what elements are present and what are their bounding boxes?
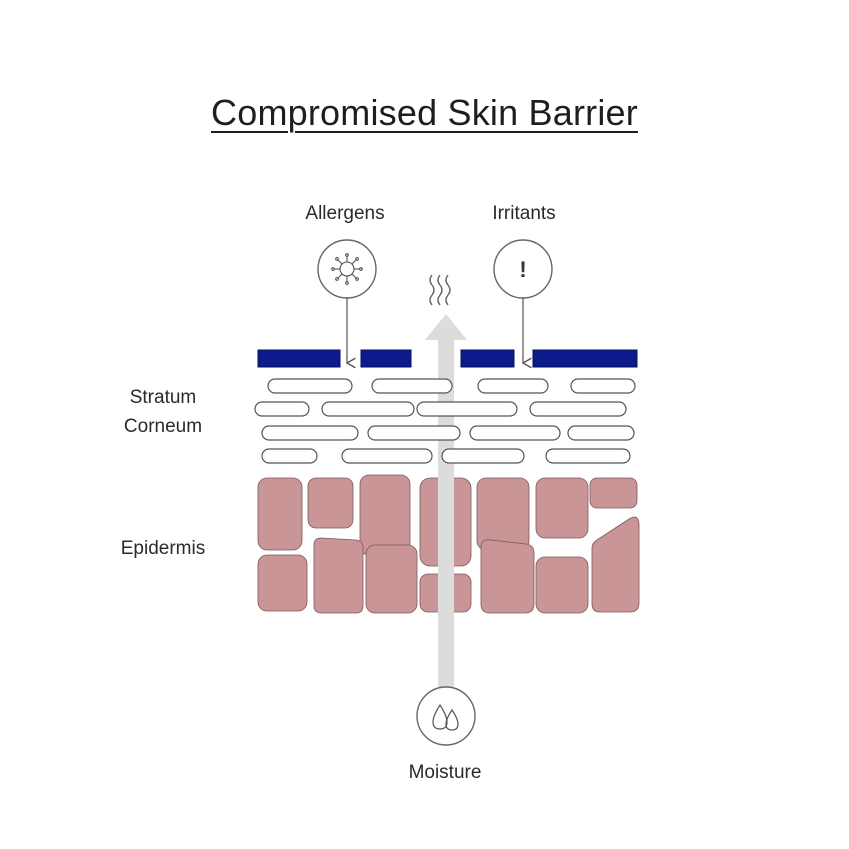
epidermis-label: Epidermis bbox=[120, 538, 206, 559]
epidermis-cell bbox=[476, 477, 530, 551]
stratum-label-line1: Stratum bbox=[129, 387, 197, 408]
barrier-segment bbox=[257, 349, 341, 368]
barrier-segment bbox=[360, 349, 412, 368]
epidermis-cells bbox=[257, 474, 640, 614]
epidermis-cell bbox=[257, 554, 308, 612]
irritants-label: Irritants bbox=[492, 203, 556, 224]
stratum-corneum-cells bbox=[254, 378, 636, 464]
water-drops-icon bbox=[432, 703, 459, 731]
irritant-icon-group: ! bbox=[493, 239, 553, 363]
stratum-corneum-label: Stratum Corneum bbox=[124, 383, 202, 441]
epidermis-cell bbox=[591, 516, 640, 613]
moisture-icon-group bbox=[416, 686, 476, 746]
virus-icon bbox=[331, 253, 363, 285]
epidermis-cell bbox=[589, 477, 638, 509]
epidermis-cell bbox=[313, 537, 364, 614]
allergens-label: Allergens bbox=[305, 203, 385, 224]
epidermis-cell bbox=[480, 539, 535, 614]
epidermis-cell bbox=[359, 474, 411, 556]
exclamation-icon: ! bbox=[519, 257, 526, 282]
barrier-segment bbox=[460, 349, 515, 368]
page-title: Compromised Skin Barrier bbox=[211, 92, 638, 133]
barrier-segment bbox=[532, 349, 638, 368]
allergen-icon-circle bbox=[317, 239, 377, 299]
epidermis-cell bbox=[535, 477, 589, 539]
lipid-barrier bbox=[257, 349, 638, 368]
heat-waves-icon bbox=[429, 274, 451, 306]
epidermis-cell bbox=[257, 477, 303, 551]
epidermis-cell bbox=[365, 544, 418, 614]
stratum-label-line2: Corneum bbox=[123, 416, 203, 437]
allergen-icon-group bbox=[317, 239, 377, 363]
moisture-label: Moisture bbox=[408, 762, 482, 783]
epidermis-cell bbox=[307, 477, 354, 529]
epidermis-cell bbox=[535, 556, 589, 614]
